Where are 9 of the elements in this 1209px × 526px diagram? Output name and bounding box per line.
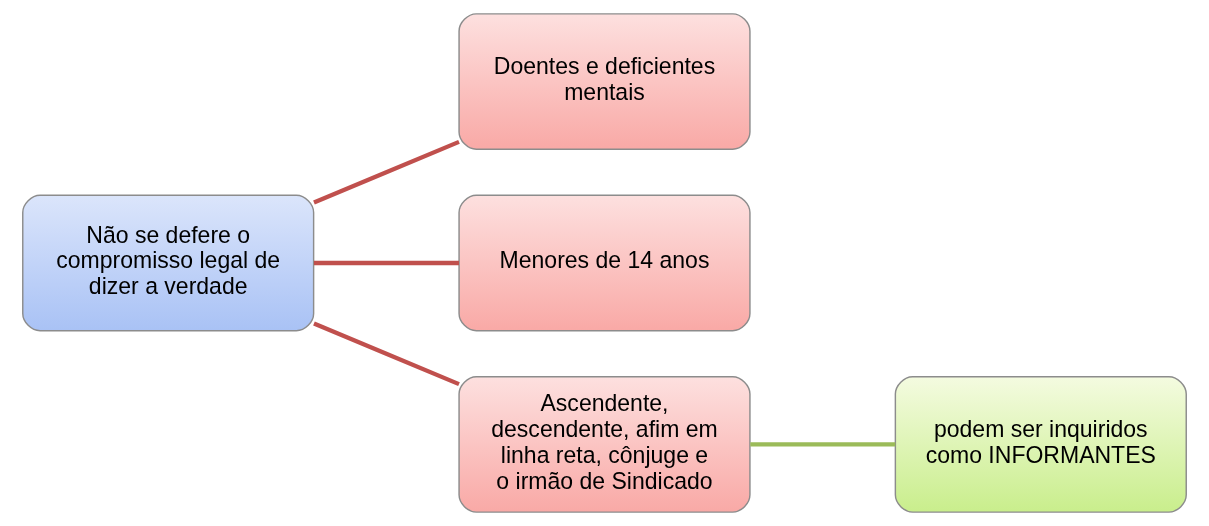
connector bbox=[313, 321, 460, 387]
node-box: podem ser inquiridos como INFORMANTES bbox=[894, 376, 1187, 513]
node-box: Doentes e deficientes mentais bbox=[458, 13, 751, 150]
node-box: Ascendente, descendente, afim em linha reta, cônjuge e o irmão de Sindicado bbox=[458, 376, 751, 513]
node-box: Não se defere o compromisso legal de dizer a verdade bbox=[22, 194, 315, 332]
connector bbox=[313, 139, 460, 205]
connector bbox=[750, 442, 896, 447]
node-box: Menores de 14 anos bbox=[458, 194, 751, 332]
connector bbox=[313, 260, 459, 266]
